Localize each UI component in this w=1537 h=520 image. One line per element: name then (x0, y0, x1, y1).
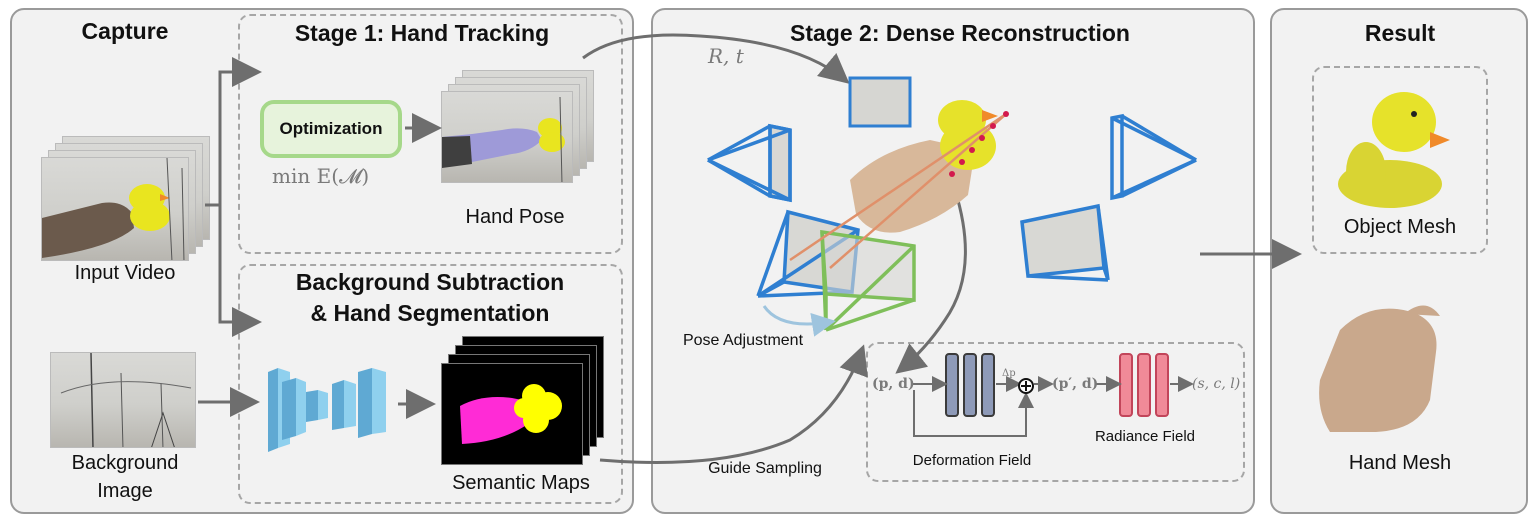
guide-sampling-label: Guide Sampling (708, 460, 822, 477)
pose-adjustment-label: Pose Adjustment (682, 332, 804, 349)
object-mesh-label: Object Mesh (1343, 216, 1457, 238)
segmentation-mask-icon (460, 384, 562, 444)
stage2-panel (651, 8, 1255, 514)
camera-frustum-icon (848, 76, 912, 128)
hand-model-icon (850, 140, 975, 233)
camera-frustum-icon-adjusted (820, 229, 916, 332)
result-title: Result (1364, 20, 1436, 46)
pose-transfer-arrow (582, 33, 850, 84)
background-image (50, 352, 196, 448)
objective-label: min E(𝓜) (272, 164, 370, 188)
input-math: (p, d) (872, 376, 915, 392)
sample-points (949, 111, 1009, 177)
object-mesh-box (1312, 66, 1488, 254)
semantic-map-front (441, 363, 583, 465)
stage1-box (238, 14, 623, 254)
mlp-block-icon (1119, 353, 1169, 417)
camera-frustum-icon (1020, 203, 1110, 282)
tripod-icon (60, 353, 192, 447)
sum-icon (1018, 378, 1034, 394)
stage2-title: Stage 2: Dense Reconstruction (790, 20, 1130, 46)
output-math: (s, c, l) (1192, 376, 1241, 392)
camera-frustum-icon (707, 123, 792, 203)
mlp-block-icon (945, 353, 995, 417)
hand-model-icon (442, 96, 565, 182)
pose-adjustment-arrow (762, 305, 836, 337)
input-video-label: Input Video (74, 262, 176, 284)
hand-mesh-label: Hand Mesh (1348, 452, 1452, 474)
hand-mesh-icon (1319, 305, 1440, 432)
segmentation-title-line1: Background Subtraction (295, 269, 565, 295)
semantic-maps-label: Semantic Maps (452, 472, 590, 494)
input-video-frame (41, 157, 189, 261)
background-label-line2: Image (97, 480, 153, 502)
field-arrows (912, 376, 1194, 437)
fields-box (866, 342, 1245, 482)
ray-sampling-arrow (895, 189, 967, 374)
object-mesh-icon (1338, 92, 1450, 208)
background-label-line1: Background (71, 452, 179, 474)
radiance-field-label: Radiance Field (1094, 428, 1196, 445)
deformation-field-label: Deformation Field (912, 452, 1032, 469)
hand-pose-frame (441, 91, 573, 183)
optimization-box: Optimization (260, 100, 402, 158)
segmentation-box (238, 264, 623, 504)
warped-math: (p′, d) (1052, 376, 1099, 392)
guide-sampling-arrow (599, 344, 868, 464)
hand-pose-label: Hand Pose (465, 206, 565, 228)
pose-math: R, t (708, 44, 744, 68)
duck-model-icon (938, 100, 998, 170)
stage1-title: Stage 1: Hand Tracking (294, 20, 550, 46)
delta-math: Δp (1002, 368, 1016, 379)
segmentation-title-line2: & Hand Segmentation (310, 300, 550, 326)
sample-rays (789, 112, 1007, 269)
capture-arrows (198, 57, 442, 419)
hand-holding-duck-icon (42, 158, 185, 260)
capture-title: Capture (81, 18, 169, 44)
optimization-label: Optimization (279, 119, 383, 138)
camera-frustum-icon (1110, 113, 1197, 201)
